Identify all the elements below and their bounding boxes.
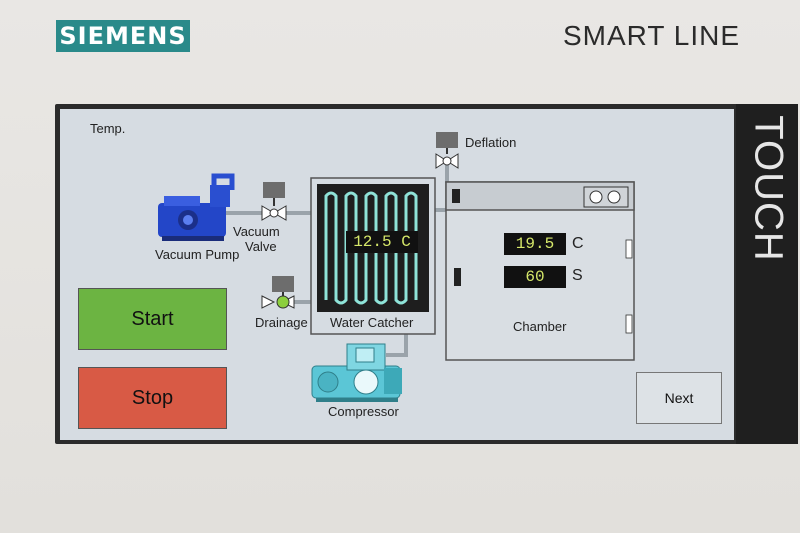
chamber-time-unit: S — [572, 267, 583, 284]
compressor-label: Compressor — [328, 404, 399, 419]
deflation-valve-icon[interactable] — [435, 132, 459, 169]
deflation-label: Deflation — [465, 135, 517, 150]
vacuum-pump-icon[interactable] — [158, 173, 235, 241]
next-button[interactable]: Next — [636, 372, 722, 424]
temp-label: Temp. — [90, 121, 126, 136]
chamber-label: Chamber — [513, 319, 567, 334]
vacuum-valve-label-line2: Valve — [245, 239, 277, 254]
water-catcher-icon[interactable] — [310, 177, 436, 335]
vacuum-valve-icon[interactable] — [261, 182, 287, 221]
chamber-time-readout: 60 — [504, 266, 566, 288]
siemens-logo: SIEMENS — [56, 20, 190, 52]
start-button[interactable]: Start — [78, 288, 227, 350]
water-catcher-temp-readout: 12.5 C — [346, 231, 418, 253]
touch-strip — [736, 104, 798, 444]
compressor-icon[interactable] — [311, 343, 402, 402]
vacuum-pump-label: Vacuum Pump — [155, 247, 240, 262]
vacuum-valve-label-line1: Vacuum — [233, 224, 280, 239]
drainage-valve-icon[interactable] — [261, 276, 295, 309]
chamber-temp-unit: C — [572, 235, 584, 252]
drainage-label: Drainage — [255, 315, 308, 330]
product-line-title: SMART LINE — [563, 20, 741, 51]
stop-button[interactable]: Stop — [78, 367, 227, 429]
chamber-temp-readout: 19.5 — [504, 233, 566, 255]
water-catcher-label: Water Catcher — [330, 315, 414, 330]
